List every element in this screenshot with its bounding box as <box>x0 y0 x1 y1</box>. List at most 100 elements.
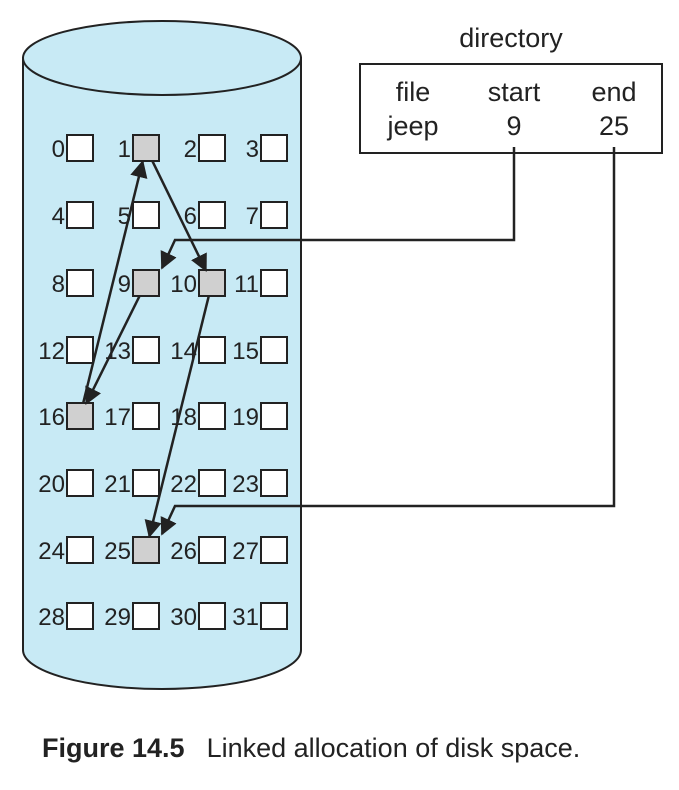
block-number: 4 <box>52 203 65 230</box>
block-number: 9 <box>118 271 131 298</box>
block-number: 19 <box>232 404 259 431</box>
free-block <box>132 402 160 430</box>
block-number: 22 <box>170 471 197 498</box>
block-number: 6 <box>184 203 197 230</box>
block-number: 28 <box>38 604 65 631</box>
disk-block-4: 4 <box>52 201 94 230</box>
free-block <box>66 336 94 364</box>
entry-start: 9 <box>506 111 521 141</box>
block-number: 27 <box>232 538 259 565</box>
free-block <box>260 201 288 229</box>
link-16-to-1 <box>82 159 148 403</box>
link-9-to-16 <box>85 294 141 406</box>
directory-title: directory <box>459 23 563 53</box>
block-number: 18 <box>170 404 197 431</box>
free-block <box>132 336 160 364</box>
free-block <box>66 134 94 162</box>
allocated-block <box>132 269 160 297</box>
figure-caption: Figure 14.5 Linked allocation of disk spa… <box>42 733 580 764</box>
block-number: 2 <box>184 136 197 163</box>
free-block <box>66 536 94 564</box>
disk-block-0: 0 <box>52 134 94 163</box>
free-block <box>198 602 226 630</box>
free-block <box>198 469 226 497</box>
free-block <box>260 402 288 430</box>
free-block <box>260 602 288 630</box>
disk-block-23: 23 <box>232 469 288 498</box>
block-number: 23 <box>232 471 259 498</box>
disk-block-29: 29 <box>104 602 160 631</box>
disk-block-1: 1 <box>118 134 160 163</box>
entry-end: 25 <box>599 111 629 141</box>
free-block <box>132 201 160 229</box>
header-file: file <box>396 77 431 107</box>
directory-pointers <box>160 147 616 536</box>
disk-block-18: 18 <box>170 402 226 431</box>
disk-block-13: 13 <box>104 336 160 365</box>
block-number: 21 <box>104 471 131 498</box>
header-start: start <box>488 77 541 107</box>
disk-block-5: 5 <box>118 201 160 230</box>
block-number: 8 <box>52 271 65 298</box>
block-number: 17 <box>104 404 131 431</box>
link-1-to-10 <box>151 160 207 272</box>
free-block <box>260 269 288 297</box>
disk-block-27: 27 <box>232 536 288 565</box>
entry-file: jeep <box>386 111 438 141</box>
disk-block-10: 10 <box>170 269 226 298</box>
disk-block-12: 12 <box>38 336 94 365</box>
disk-block-26: 26 <box>170 536 226 565</box>
disk-block-19: 19 <box>232 402 288 431</box>
block-number: 3 <box>246 136 259 163</box>
disk-block-8: 8 <box>52 269 94 298</box>
block-number: 11 <box>234 271 259 298</box>
block-number: 26 <box>170 538 197 565</box>
free-block <box>198 336 226 364</box>
caption-text: Linked allocation of disk space. <box>206 733 581 763</box>
block-number: 1 <box>118 136 131 163</box>
start-pointer <box>160 147 516 270</box>
block-number: 31 <box>232 604 259 631</box>
free-block <box>132 602 160 630</box>
disk-block-25: 25 <box>104 536 160 565</box>
free-block <box>132 469 160 497</box>
free-block <box>260 336 288 364</box>
disk-block-21: 21 <box>104 469 160 498</box>
disk-block-17: 17 <box>104 402 160 431</box>
block-number: 10 <box>170 271 197 298</box>
allocated-block <box>132 536 160 564</box>
allocated-block <box>132 134 160 162</box>
free-block <box>198 134 226 162</box>
free-block <box>260 469 288 497</box>
block-links <box>82 159 210 539</box>
block-number: 29 <box>104 604 131 631</box>
free-block <box>198 536 226 564</box>
disk-block-24: 24 <box>38 536 94 565</box>
block-number: 7 <box>246 203 259 230</box>
disk-block-30: 30 <box>170 602 226 631</box>
disk-block-11: 11 <box>234 269 288 298</box>
block-number: 15 <box>232 338 259 365</box>
free-block <box>198 201 226 229</box>
disk-block-3: 3 <box>246 134 288 163</box>
disk-block-22: 22 <box>170 469 226 498</box>
block-number: 16 <box>38 404 65 431</box>
free-block <box>66 269 94 297</box>
block-number: 20 <box>38 471 65 498</box>
block-number: 24 <box>38 538 65 565</box>
directory-table: directory file start end jeep 9 25 <box>359 23 663 154</box>
disk-block-15: 15 <box>232 336 288 365</box>
allocated-block <box>198 269 226 297</box>
caption-number: Figure 14.5 <box>42 733 185 763</box>
disk-block-31: 31 <box>232 602 288 631</box>
free-block <box>66 469 94 497</box>
block-number: 30 <box>170 604 197 631</box>
block-number: 0 <box>52 136 65 163</box>
free-block <box>260 134 288 162</box>
disk-block-9: 9 <box>118 269 160 298</box>
block-number: 12 <box>38 338 65 365</box>
disk-block-16: 16 <box>38 402 94 431</box>
free-block <box>260 536 288 564</box>
link-10-to-25 <box>144 296 210 539</box>
disk-block-20: 20 <box>38 469 94 498</box>
